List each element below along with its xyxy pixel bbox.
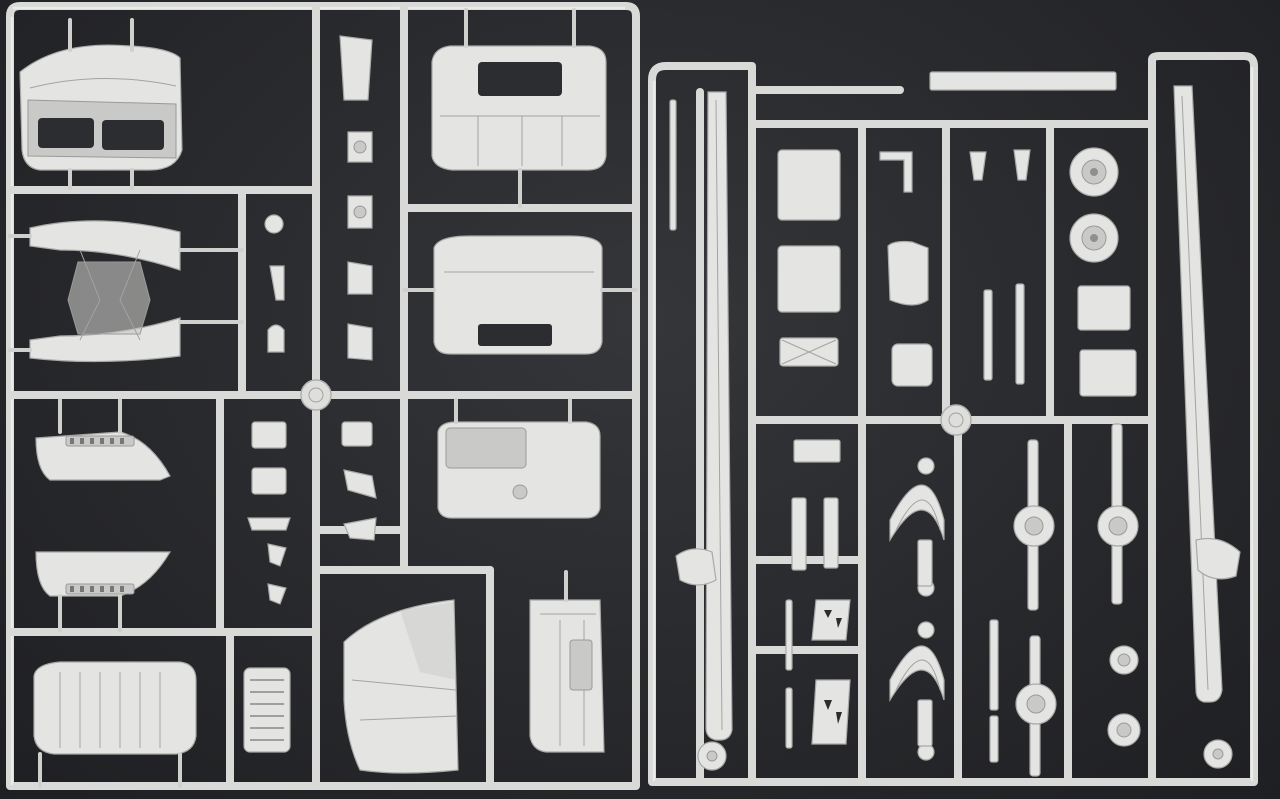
axle-part-2: [1097, 423, 1139, 605]
wheel-hub-part-2: [1069, 213, 1119, 263]
mirror-fittings-part: [969, 149, 1031, 385]
spring-hanger-part-2: [1079, 349, 1137, 397]
battery-box-part-1: [777, 149, 841, 221]
differential-parts: [1107, 645, 1141, 747]
shock-absorber-parts: [785, 599, 999, 763]
bracket-parts: [339, 35, 373, 361]
right-sprue: [648, 52, 1258, 786]
left-sprue-frame: [6, 2, 640, 790]
toolbox-part: [779, 337, 839, 367]
chassis-rail-right-part: [1173, 85, 1241, 769]
cab-interior-part: [437, 398, 601, 519]
wheel-hub-part-1: [1069, 147, 1119, 197]
leaf-spring-part-2: [889, 621, 945, 761]
radiator-grille-part: [243, 667, 291, 753]
door-panel-part: [529, 570, 605, 753]
engine-hood-part: [343, 599, 459, 774]
step-part: [891, 343, 933, 387]
spring-hanger-part-1: [1077, 285, 1131, 331]
axle-part-3: [1015, 635, 1057, 777]
cab-side-panels-part: [8, 220, 244, 363]
cab-front-frame-part: [19, 18, 183, 190]
crossmember-parts: [791, 439, 851, 745]
battery-box-part-2: [777, 245, 841, 313]
axle-part-1: [1013, 439, 1055, 611]
tank-part: [887, 240, 929, 306]
leaf-spring-part-1: [889, 457, 945, 597]
left-sprue: [6, 2, 640, 790]
fender-part-lower: [35, 551, 172, 632]
small-parts-column: [247, 214, 377, 605]
cab-roof-part: [33, 661, 197, 788]
cab-rear-wall-part: [431, 8, 607, 208]
bracket-part-u: [879, 151, 913, 193]
right-sprue-frame: [648, 52, 1258, 786]
chassis-rail-left-part: [675, 91, 733, 771]
cab-floor-part: [402, 235, 638, 355]
rod-part: [669, 99, 677, 231]
fender-part-upper: [35, 398, 171, 481]
bumper-bar-part: [929, 71, 1117, 91]
